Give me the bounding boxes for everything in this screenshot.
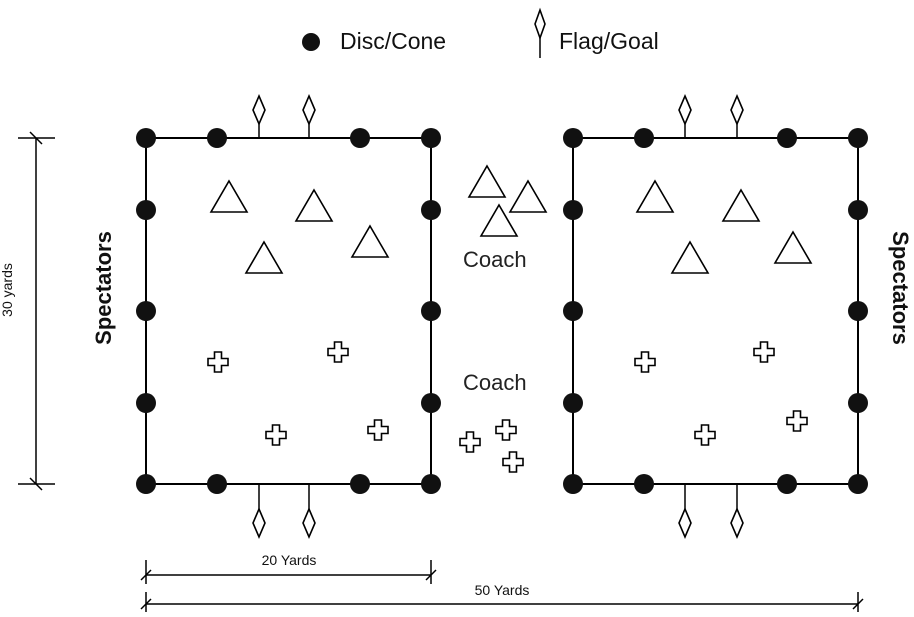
right-field-bottom-flag — [730, 484, 744, 540]
right-field-top-flag — [730, 93, 744, 138]
left-field-cone — [136, 393, 156, 413]
total-width-dimension-label: 50 Yards — [475, 582, 530, 598]
height-dimension — [18, 131, 55, 491]
spectators-left-label: Spectators — [91, 231, 116, 345]
legend: Disc/Cone Flag/Goal — [302, 7, 659, 58]
sideline-triangle-player — [508, 179, 548, 213]
right-field-cone — [563, 393, 583, 413]
left-field-cross-player — [367, 419, 389, 441]
left-field-top-flag — [302, 93, 316, 138]
right-field-cone — [777, 474, 797, 494]
left-field-triangle-player — [350, 224, 390, 258]
right-field-cone — [563, 474, 583, 494]
left-field-cross-player — [207, 351, 229, 373]
sideline-triangle-player — [479, 203, 519, 237]
sideline-triangle-player — [467, 164, 507, 198]
right-field-cone — [634, 474, 654, 494]
left-field-cone — [421, 200, 441, 220]
spectators-right-label: Spectators — [888, 231, 913, 345]
sideline-cross-player — [502, 451, 524, 473]
left-field-cone — [421, 301, 441, 321]
coach-label-bottom: Coach — [463, 370, 527, 395]
left-field-cone — [350, 474, 370, 494]
right-field-cone — [848, 301, 868, 321]
right-field-cone — [634, 128, 654, 148]
right-field-triangle-player — [635, 179, 675, 213]
left-field-top-flag — [252, 93, 266, 138]
right-field-triangle-player — [773, 230, 813, 264]
right-field-cone — [777, 128, 797, 148]
right-field-cone — [848, 393, 868, 413]
right-field-cone — [563, 128, 583, 148]
left-field-cone — [421, 474, 441, 494]
sideline-cross-player — [459, 431, 481, 453]
right-field-triangle-player — [670, 240, 710, 274]
left-field-cone — [350, 128, 370, 148]
right-field-cone — [848, 128, 868, 148]
left-field-cross-player — [265, 424, 287, 446]
sideline-cross-player — [495, 419, 517, 441]
width-dimension-label: 20 Yards — [262, 552, 317, 568]
width-dimension — [140, 560, 437, 584]
left-field-triangle-player — [294, 188, 334, 222]
left-field-cone — [421, 128, 441, 148]
right-field-cone — [848, 200, 868, 220]
right-field-top-flag — [678, 93, 692, 138]
right-field-cone — [848, 474, 868, 494]
right-field-bottom-flag — [678, 484, 692, 540]
left-field-triangle-player — [209, 179, 249, 213]
left-field-cone — [136, 200, 156, 220]
coach-label-top: Coach — [463, 247, 527, 272]
right-field-cone — [563, 301, 583, 321]
left-field-bottom-flag — [252, 484, 266, 540]
total-width-dimension — [140, 592, 864, 612]
left-field-cone — [207, 474, 227, 494]
legend-disc-label: Disc/Cone — [340, 28, 446, 54]
right-field-cone — [563, 200, 583, 220]
left-field-cross-player — [327, 341, 349, 363]
left-field-cone — [136, 301, 156, 321]
right-field-triangle-player — [721, 188, 761, 222]
left-field-triangle-player — [244, 240, 284, 274]
left-field-bottom-flag — [302, 484, 316, 540]
right-field-cross-player — [753, 341, 775, 363]
left-field-cone — [136, 474, 156, 494]
flag-goal-legend-icon — [534, 7, 546, 58]
left-field-cone — [421, 393, 441, 413]
disc-cone-legend-icon — [302, 33, 320, 51]
left-field-cone — [207, 128, 227, 148]
right-field-cross-player — [786, 410, 808, 432]
left-field-cone — [136, 128, 156, 148]
height-dimension-label: 30 yards — [0, 263, 15, 317]
right-field-cross-player — [694, 424, 716, 446]
right-field-cross-player — [634, 351, 656, 373]
legend-flag-label: Flag/Goal — [559, 28, 659, 54]
